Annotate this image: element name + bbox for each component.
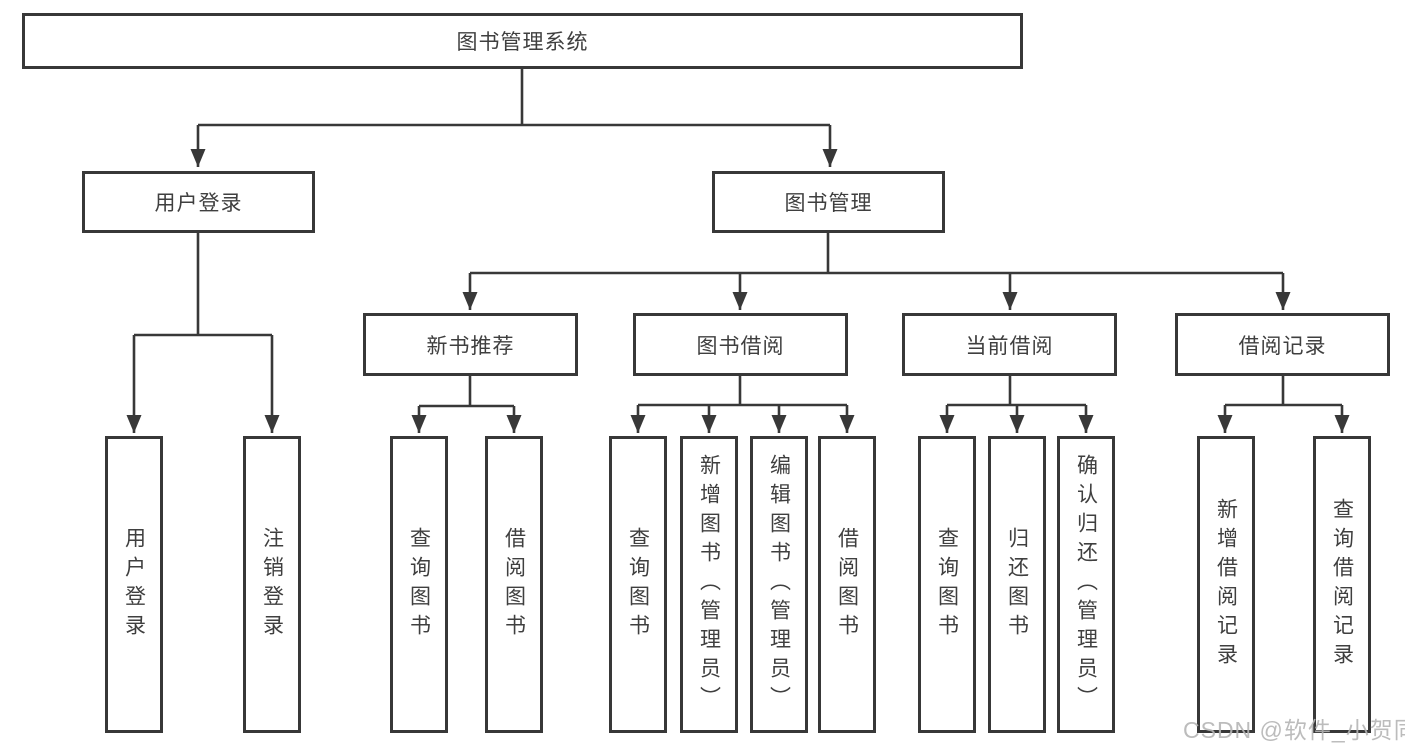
node-current-borrow: 当前借阅	[902, 313, 1117, 376]
leaf-logout: 注销登录	[243, 436, 301, 733]
leaf-borrow-books-recommend: 借阅图书	[485, 436, 543, 733]
leaf-label: 查询借阅记录	[1330, 497, 1354, 672]
leaf-label: 编辑图书（管理员）	[767, 454, 791, 715]
leaf-query-books-current: 查询图书	[918, 436, 976, 733]
node-label: 借阅记录	[1238, 334, 1327, 358]
node-new-book-recommend: 新书推荐	[363, 313, 578, 376]
leaf-label: 借阅图书	[502, 526, 526, 643]
leaf-add-borrow-record: 新增借阅记录	[1197, 436, 1255, 733]
leaf-borrow-books: 借阅图书	[818, 436, 876, 733]
leaf-label: 确认归还（管理员）	[1074, 454, 1098, 715]
node-label: 图书借阅	[696, 334, 785, 358]
leaf-label: 新增图书（管理员）	[697, 454, 721, 715]
leaf-label: 查询图书	[407, 526, 431, 643]
leaf-query-borrow-record: 查询借阅记录	[1313, 436, 1371, 733]
leaf-label: 查询图书	[626, 526, 650, 643]
leaf-confirm-return-admin: 确认归还（管理员）	[1057, 436, 1115, 733]
csdn-watermark: CSDN @软件_小贺同学	[1183, 717, 1405, 743]
leaf-query-books-borrow: 查询图书	[609, 436, 667, 733]
leaf-label: 注销登录	[260, 526, 284, 643]
leaf-label: 用户登录	[122, 526, 146, 643]
leaf-return-book: 归还图书	[988, 436, 1046, 733]
leaf-label: 归还图书	[1005, 526, 1029, 643]
leaf-add-book-admin: 新增图书（管理员）	[680, 436, 738, 733]
leaf-label: 新增借阅记录	[1214, 497, 1238, 672]
node-label: 新书推荐	[426, 334, 515, 358]
leaf-query-books-recommend: 查询图书	[390, 436, 448, 733]
node-label: 用户登录	[154, 192, 243, 215]
leaf-label: 借阅图书	[835, 526, 859, 643]
node-label: 图书管理系统	[456, 31, 589, 54]
node-label: 当前借阅	[965, 334, 1054, 358]
node-user-login: 用户登录	[82, 171, 315, 233]
leaf-user-login: 用户登录	[105, 436, 163, 733]
node-label: 图书管理	[784, 192, 873, 215]
leaf-edit-book-admin: 编辑图书（管理员）	[750, 436, 808, 733]
leaf-label: 查询图书	[935, 526, 959, 643]
node-book-management: 图书管理	[712, 171, 945, 233]
node-library-management-system: 图书管理系统	[22, 13, 1023, 69]
node-borrow-records: 借阅记录	[1175, 313, 1390, 376]
node-book-borrow: 图书借阅	[633, 313, 848, 376]
